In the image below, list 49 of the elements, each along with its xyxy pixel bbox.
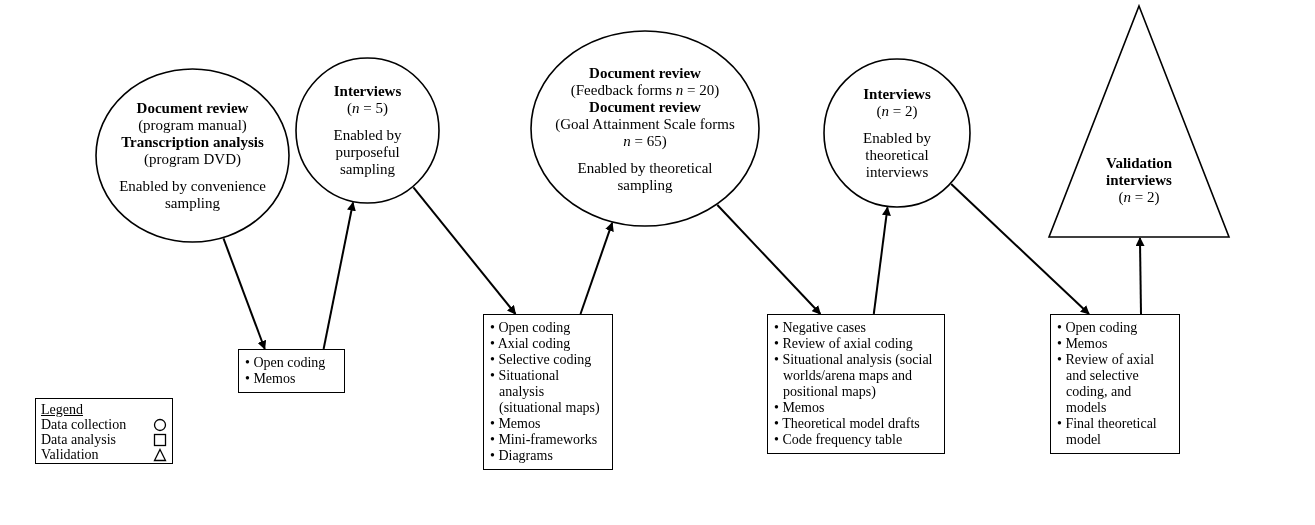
- node-text: Document review (program manual) Transcription analysis (program DVD): [121, 100, 264, 168]
- list-item: • Final theoretical model: [1057, 416, 1158, 448]
- list-item: • Memos: [774, 400, 826, 416]
- arrow: [412, 186, 517, 315]
- legend-text: Data collection: [41, 417, 127, 432]
- arrow: [579, 221, 614, 315]
- list-item: • Code frequency table: [774, 432, 904, 448]
- legend-text: Validation: [41, 447, 99, 462]
- list-item: • Mini-frameworks: [490, 432, 599, 448]
- arrow: [222, 237, 267, 350]
- list-item: • Situational analysis (social worlds/arena maps and positional maps): [774, 352, 934, 400]
- data-collection-ellipse: [95, 68, 290, 243]
- list-item: • Review of axial coding: [774, 336, 914, 352]
- analysis-box: [483, 314, 613, 470]
- arrow: [322, 201, 356, 350]
- node-text: Document review (Feedback forms n = 20) Document review (Goal Attainment Scale forms n = 65): [555, 64, 735, 150]
- analysis-box: [767, 314, 945, 454]
- validation-triangle: [1048, 5, 1230, 238]
- list-item: • Memos: [245, 371, 297, 387]
- node-text: Enabled by theoretical sampling: [576, 159, 714, 194]
- list-item: • Axial coding: [490, 336, 572, 352]
- node-text: Interviews (n = 5): [333, 82, 402, 117]
- list-item: • Situational analysis (situational maps): [490, 368, 601, 416]
- node-text: Enabled by theoretical interviews: [862, 129, 932, 181]
- node-text: Interviews (n = 2): [863, 85, 931, 120]
- list-item: • Open coding: [1057, 320, 1139, 336]
- list-item: • Negative cases: [774, 320, 867, 336]
- data-collection-ellipse: [823, 58, 971, 208]
- legend-text: Data analysis: [41, 432, 117, 447]
- list-item: • Diagrams: [490, 448, 554, 464]
- list-item: • Memos: [1057, 336, 1109, 352]
- data-collection-ellipse: [295, 57, 440, 204]
- legend-title: Legend: [41, 402, 83, 417]
- analysis-box: [238, 349, 345, 393]
- node-text: Enabled by purposeful sampling: [332, 126, 403, 178]
- arrow: [716, 204, 822, 315]
- list-item: • Open coding: [245, 355, 327, 371]
- list-item: • Review of axial and selective coding, and models: [1057, 352, 1156, 416]
- list-item: • Memos: [490, 416, 542, 432]
- list-item: • Selective coding: [490, 352, 593, 368]
- list-item: • Theoretical model drafts: [774, 416, 921, 432]
- node-text: Validation interviews (n = 2): [1104, 154, 1174, 206]
- data-collection-ellipse: [530, 30, 760, 227]
- analysis-box: [1050, 314, 1180, 454]
- node-text: Enabled by convenience sampling: [118, 178, 267, 212]
- arrow: [950, 183, 1090, 315]
- list-item: • Open coding: [490, 320, 572, 336]
- arrow: [1135, 237, 1145, 315]
- arrow: [872, 206, 891, 315]
